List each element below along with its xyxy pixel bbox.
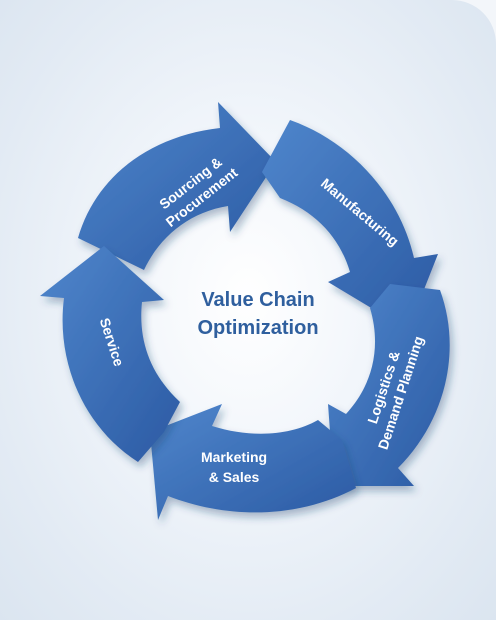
sourcing-procurement-arrow xyxy=(78,102,276,270)
center-title: Value Chain Optimization xyxy=(148,286,368,342)
marketing-label-line1: Marketing xyxy=(201,449,267,465)
marketing-sales-arrow xyxy=(150,404,356,520)
center-title-line1: Value Chain xyxy=(201,289,315,311)
marketing-label-line2: & Sales xyxy=(209,469,260,485)
manufacturing-arrow xyxy=(262,120,438,330)
center-title-line2: Optimization xyxy=(197,317,319,339)
logistics-demand-planning-arrow xyxy=(328,284,450,486)
service-arrow xyxy=(40,246,180,462)
